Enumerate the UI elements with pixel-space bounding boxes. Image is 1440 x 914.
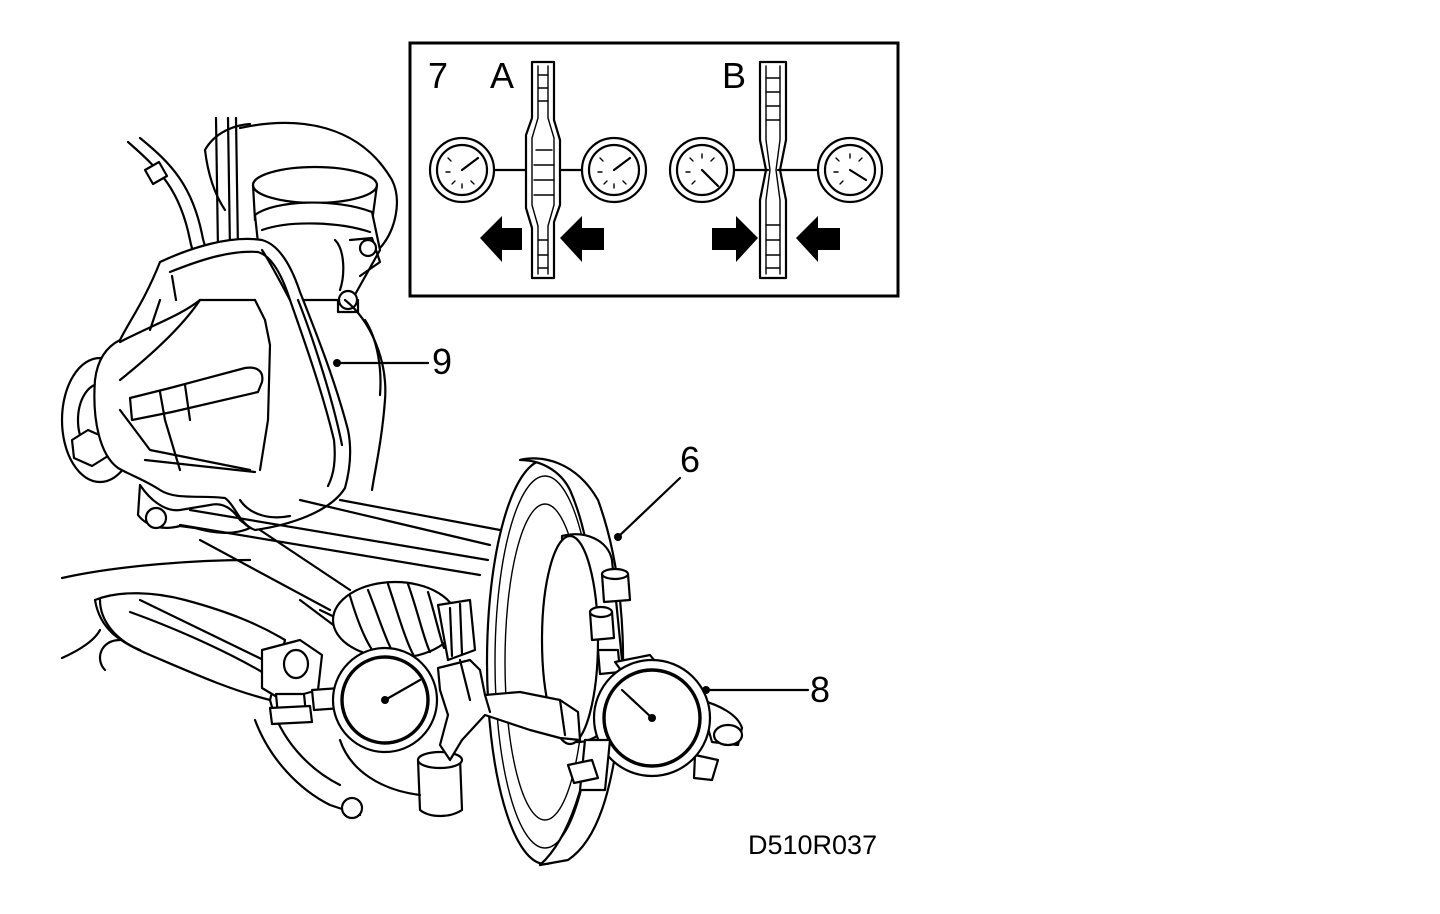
callout-8: 8 — [810, 669, 830, 710]
suspension-assembly — [60, 116, 502, 820]
dial-gauge-right — [566, 653, 744, 792]
inset-a-warped-disc — [428, 60, 648, 280]
figure-code: D510R037 — [748, 830, 877, 860]
dial-gauge-left — [310, 646, 582, 762]
callout-7: 7 — [428, 55, 448, 96]
brake-disc — [485, 457, 632, 867]
callout-6: 6 — [680, 439, 700, 480]
inset-runout-detail: 7 A B — [408, 41, 900, 298]
callout-9: 9 — [432, 341, 452, 382]
inset-b-thickness-variation — [668, 60, 884, 280]
callout-b: B — [722, 55, 746, 96]
leader-lines — [333, 359, 810, 694]
callout-a: A — [490, 55, 514, 96]
